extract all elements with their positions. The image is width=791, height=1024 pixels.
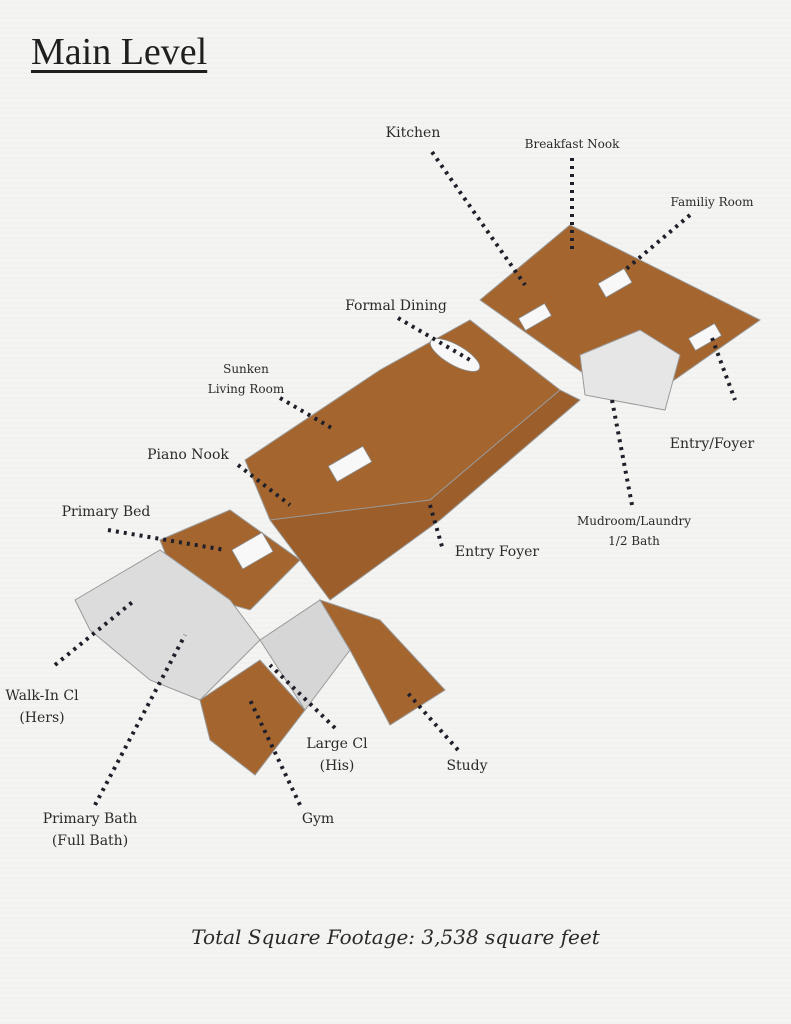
label-breakfast-nook: Breakfast Nook (524, 137, 620, 151)
label-line: (Full Bath) (51, 833, 129, 849)
leader-gym (248, 699, 302, 806)
label-family-room: Familiy Room (670, 195, 754, 209)
leader-study (403, 688, 460, 752)
label-mudroom: Mudroom/Laundry 1/2 Bath (577, 511, 691, 551)
label-gym: Gym (301, 811, 335, 827)
family-sofa (597, 268, 633, 298)
label-entry-foyer: Entry Foyer (454, 544, 540, 560)
sofa (327, 445, 373, 483)
leader-formal-dining (396, 316, 472, 362)
label-formal-dining: Formal Dining (345, 298, 447, 314)
label-line: (Hers) (19, 710, 65, 726)
label-line: Primary Bath (42, 811, 138, 827)
label-line: Mudroom/Laundry (576, 514, 692, 528)
gym-floor (199, 659, 306, 776)
label-primary-bath: Primary Bath (Full Bath) (43, 808, 138, 852)
leader-primary-bed (107, 528, 226, 552)
family-room-floor (479, 224, 761, 391)
dining-table (429, 338, 481, 372)
label-line: Sunken (223, 362, 269, 376)
label-primary-bed: Primary Bed (61, 504, 151, 520)
leader-entry-foyer-right (710, 337, 737, 401)
leader-family-room (623, 213, 692, 272)
leader-primary-bath (93, 634, 187, 806)
leader-kitchen (430, 150, 527, 287)
label-study: Study (446, 758, 488, 774)
label-line: Walk-In Cl (5, 688, 79, 704)
leader-sunken-living (278, 396, 337, 432)
leader-piano-nook (236, 463, 292, 507)
label-large-closet: Large Cl (His) (306, 733, 367, 777)
label-kitchen: Kitchen (385, 125, 441, 141)
leader-walkin (53, 598, 137, 667)
label-piano-nook: Piano Nook (147, 447, 229, 463)
label-line: 1/2 Bath (608, 534, 660, 548)
label-line: (His) (319, 758, 355, 774)
bath-closet-block (74, 549, 261, 701)
label-line: Large Cl (306, 736, 368, 752)
kitchen-island (517, 302, 553, 332)
foyer-bench (687, 322, 723, 352)
label-entry-foyer-right: Entry/Foyer (669, 436, 755, 452)
label-line: Living Room (207, 382, 285, 396)
hall-floor (269, 389, 581, 601)
leader-mudroom (610, 399, 634, 506)
mudroom-block (579, 329, 681, 411)
page-title: Main Level (31, 31, 208, 73)
total-square-footage: Total Square Footage: 3,538 square feet (191, 925, 600, 949)
label-walkin-closet: Walk-In Cl (Hers) (5, 685, 78, 729)
study-floor (318, 599, 446, 726)
bed (231, 531, 274, 570)
